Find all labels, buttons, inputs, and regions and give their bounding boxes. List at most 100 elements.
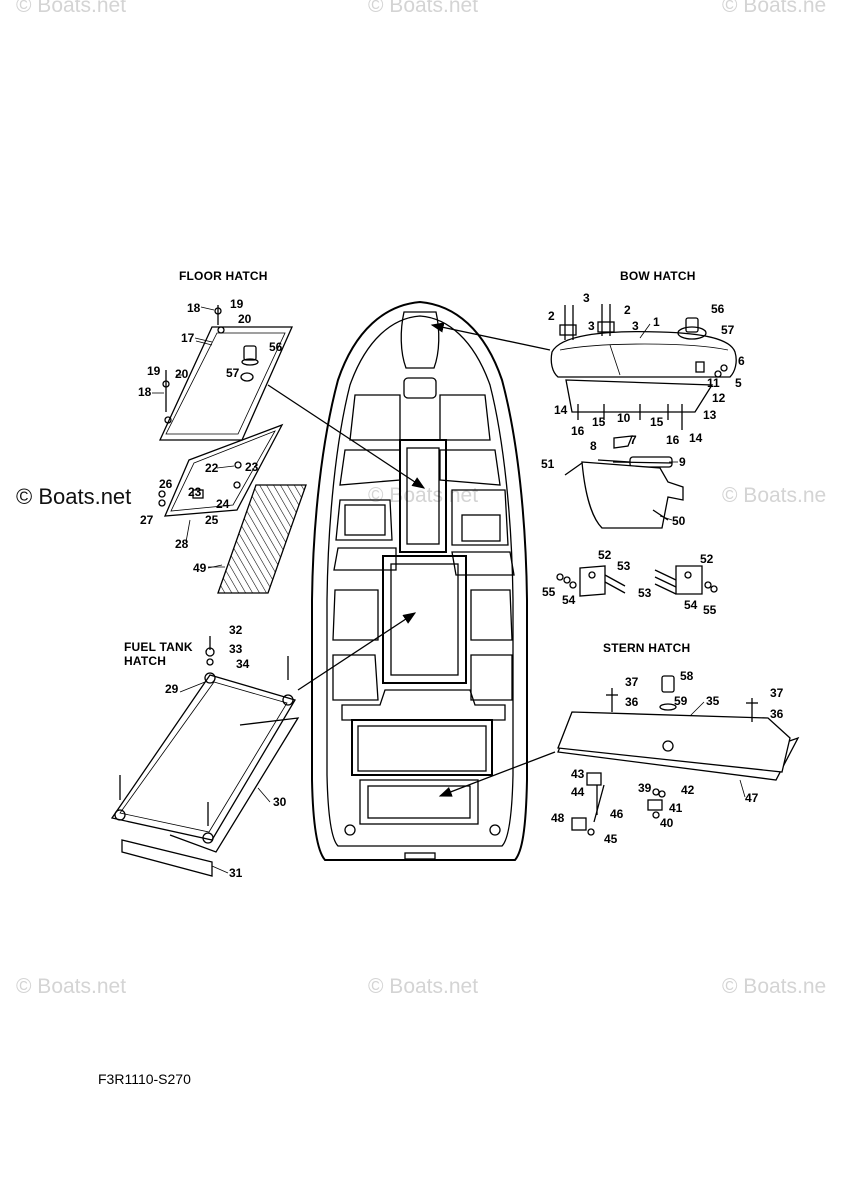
watermark: © Boats.net [368,975,479,998]
part-number: 10 [617,411,631,425]
part-number: 55 [703,603,717,617]
part-number: 15 [650,415,664,429]
watermark: © Boats.ne [722,0,827,17]
fuel-tank-hatch-title-line1: FUEL TANK [124,640,193,654]
watermark: © Boats.net [368,484,479,507]
part-number: 45 [604,832,618,846]
part-number: 9 [679,455,686,469]
part-number: 11 [707,376,720,390]
part-number: 58 [680,669,694,683]
part-number: 46 [610,807,624,821]
fuel-part-labels: 32 33 34 29 30 31 [165,623,287,880]
bow-hatch-title: BOW HATCH [620,269,696,283]
part-number: 52 [700,552,714,566]
part-number: 50 [672,514,686,528]
leader-lines [152,306,746,874]
part-number: 14 [554,403,568,417]
bow-part-labels: 1 2 3 3 2 3 56 57 6 11 5 12 13 10 14 15 … [541,291,745,528]
part-number: 51 [541,457,555,471]
part-number: 48 [551,811,565,825]
mount-brackets [556,565,718,597]
part-number: 24 [216,497,230,511]
watermark: © Boats.net [16,975,127,998]
part-number: 44 [571,785,585,799]
part-number: 56 [269,340,283,354]
pointer-arrows [267,322,556,797]
part-number: 33 [229,642,243,656]
part-number: 57 [721,323,735,337]
watermark: © Boats.ne [722,484,827,507]
part-number: 47 [745,791,759,805]
part-number: 6 [738,354,745,368]
part-number: 43 [571,767,585,781]
fuel-tank-hatch-title-line2: HATCH [124,654,167,668]
part-number: 36 [770,707,784,721]
part-number: 5 [735,376,742,390]
part-number: 42 [681,783,695,797]
part-number: 23 [245,460,259,474]
part-number: 57 [226,366,240,380]
part-number: 1 [653,315,660,329]
part-number: 12 [712,391,726,405]
part-number: 15 [592,415,606,429]
part-number: 23 [188,485,202,499]
part-number: 49 [193,561,207,575]
part-number: 28 [175,537,189,551]
part-number: 39 [638,781,652,795]
part-number: 53 [638,586,652,600]
part-number: 3 [588,319,595,333]
watermark: © Boats.net [16,0,127,17]
part-number: 18 [138,385,152,399]
part-number: 8 [590,439,597,453]
part-number: 37 [625,675,639,689]
part-number: 26 [159,477,173,491]
part-number: 16 [666,433,680,447]
part-number: 41 [669,801,683,815]
part-number: 32 [229,623,243,637]
bow-hatch-assembly [550,304,737,529]
part-number: 19 [230,297,244,311]
fuel-tank-hatch-assembly [110,636,300,877]
part-number: 2 [624,303,631,317]
part-number: 13 [703,408,717,422]
part-number: 19 [147,364,161,378]
part-number: 14 [689,431,703,445]
floor-hatch-title: FLOOR HATCH [179,269,268,283]
floor-part-labels: 17 18 19 20 56 57 19 20 18 22 23 26 23 2… [138,297,283,575]
part-number: 37 [770,686,784,700]
part-number: 34 [236,657,250,671]
part-number: 27 [140,513,154,527]
floor-hatch-assembly [158,305,307,594]
part-number: 35 [706,694,720,708]
diagram-code: F3R1110-S270 [98,1071,191,1087]
watermark: © Boats.ne [722,975,827,998]
part-number: 18 [187,301,201,315]
part-number: 40 [660,816,674,830]
part-number: 7 [630,433,637,447]
watermark: © Boats.net [368,0,479,17]
part-number: 36 [625,695,639,709]
part-number: 53 [617,559,631,573]
part-number: 31 [229,866,243,880]
stern-hatch-assembly [557,675,800,836]
part-number: 54 [562,593,576,607]
part-number: 22 [205,461,219,475]
mount-part-labels: 52 53 55 54 52 53 54 55 [542,548,717,617]
part-number: 3 [632,319,639,333]
part-number: 20 [238,312,252,326]
part-number: 3 [583,291,590,305]
part-number: 56 [711,302,725,316]
part-number: 2 [548,309,555,323]
part-number: 55 [542,585,556,599]
watermark: © Boats.net [16,484,132,509]
part-number: 52 [598,548,612,562]
part-number: 20 [175,367,189,381]
part-number: 25 [205,513,219,527]
boat-hull [311,300,528,861]
part-number: 59 [674,694,688,708]
part-number: 54 [684,598,698,612]
part-number: 17 [181,331,195,345]
part-number: 30 [273,795,287,809]
